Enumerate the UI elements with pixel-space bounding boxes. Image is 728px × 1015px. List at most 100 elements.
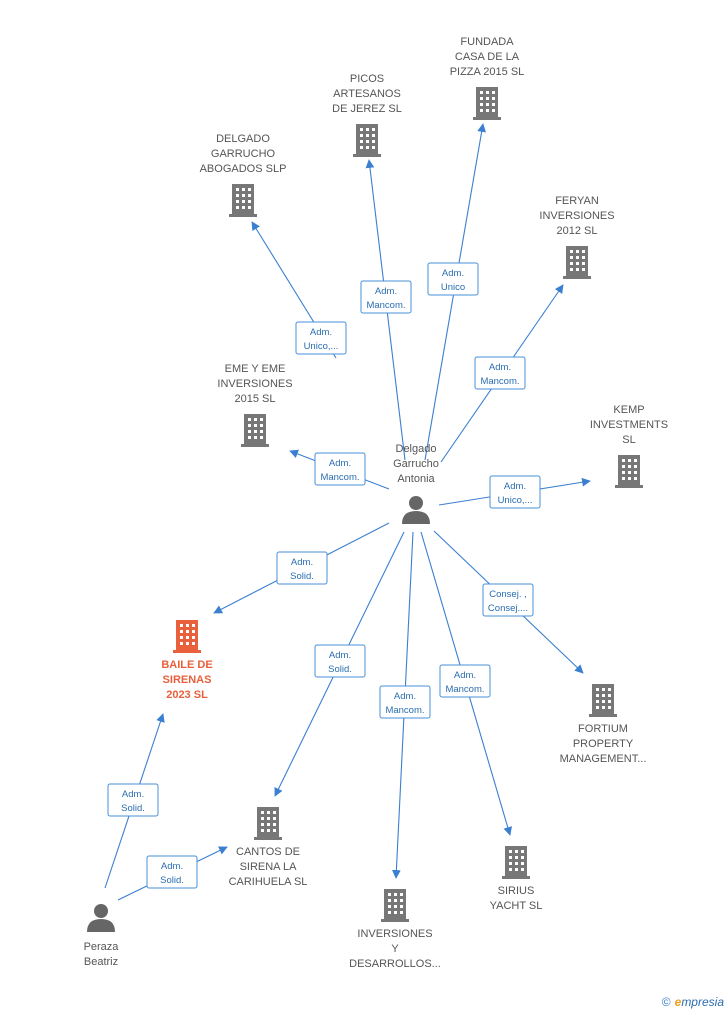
company-node-feryan[interactable]: FERYAN INVERSIONES 2012 SL	[539, 195, 615, 279]
node-label-line: INVERSIONES	[357, 928, 432, 940]
empresia-brand[interactable]: ©empresia	[662, 995, 724, 1009]
node-label-line: INVESTMENTS	[590, 419, 668, 431]
node-label-line: Delgado	[396, 443, 437, 455]
edges-layer	[104, 123, 591, 901]
building-icon	[589, 684, 617, 717]
edge-role-text: Adm.	[122, 789, 144, 800]
edge-role-text: Adm.	[329, 650, 351, 661]
node-label-line: MANAGEMENT...	[560, 753, 647, 765]
node-label-line: ARTESANOS	[333, 88, 401, 100]
node-label-line: Y	[391, 943, 399, 955]
edge-role-label[interactable]: Adm. Unico	[427, 262, 479, 296]
edge-labels-layer: Adm.Unico,...Adm.Mancom.Adm.UnicoAdm.Man…	[107, 262, 541, 889]
edge-role-text: Solid.	[160, 875, 184, 886]
node-label-line: 2012 SL	[557, 225, 598, 237]
node-label-line: CASA DE LA	[455, 51, 520, 63]
edge-role-text: Consej....	[488, 603, 528, 614]
edge-role-label[interactable]: Adm.Mancom.	[360, 280, 412, 314]
edge-role-text: Unico	[441, 282, 465, 293]
edge-role-label[interactable]: Adm. Solid.	[276, 551, 328, 585]
edge-role-text: Unico,...	[304, 341, 339, 352]
building-icon	[502, 846, 530, 879]
edge-role-label[interactable]: Adm.Unico,...	[295, 321, 347, 355]
node-label-line: SIRENA LA	[240, 861, 298, 873]
node-label-line: FERYAN	[555, 195, 599, 207]
node-label-line: DE JEREZ SL	[332, 103, 402, 115]
edge-role-text: Mancom.	[320, 472, 359, 483]
node-label-line: INVERSIONES	[539, 210, 614, 222]
node-label-line: SL	[622, 434, 635, 446]
edge-role-label[interactable]: Adm. Solid.	[146, 855, 198, 889]
company-node-baile[interactable]: BAILE DE SIRENAS 2023 SL	[161, 620, 213, 701]
node-label-line: CARIHUELA SL	[229, 876, 308, 888]
person-icon	[87, 904, 115, 932]
node-label-line: FORTIUM	[578, 723, 628, 735]
node-label-line: DELGADO	[216, 133, 270, 145]
edge-role-text: Solid.	[121, 803, 145, 814]
building-icon	[615, 455, 643, 488]
edge-role-text: Adm.	[394, 691, 416, 702]
node-label-line: BAILE DE	[161, 659, 212, 671]
company-node-fortium[interactable]: FORTIUM PROPERTY MANAGEMENT...	[560, 684, 647, 765]
edge-role-text: Mancom.	[385, 705, 424, 716]
edge-role-text: Adm.	[489, 362, 511, 373]
company-node-picos[interactable]: PICOS ARTESANOS DE JEREZ SL	[332, 73, 402, 157]
edge-role-label[interactable]: Adm. Mancom.	[474, 356, 526, 390]
node-label-line: FUNDADA	[460, 36, 514, 48]
edge-role-text: Adm.	[504, 481, 526, 492]
node-label-line: PROPERTY	[573, 738, 634, 750]
edge-role-label[interactable]: Adm.Mancom.	[314, 452, 366, 486]
node-label-line: 2015 SL	[235, 393, 276, 405]
nodes-layer: DELGADO GARRUCHO ABOGADOS SLP PICOS ARTESANO…	[84, 36, 669, 970]
node-label-line: CANTOS DE	[236, 846, 300, 858]
edge-role-text: Consej. ,	[489, 589, 527, 600]
edge-role-label[interactable]: Adm.Solid.	[314, 644, 366, 678]
node-label-line: SIRIUS	[498, 885, 535, 897]
edge-role-label[interactable]: Consej. , Consej....	[482, 583, 534, 617]
edge-role-text: Adm.	[161, 861, 183, 872]
edge-role-label[interactable]: Adm. Mancom.	[379, 685, 431, 719]
person-icon	[402, 496, 430, 524]
edge-role-text: Solid.	[290, 571, 314, 582]
node-label-line: Garrucho	[393, 458, 439, 470]
building-icon	[241, 414, 269, 447]
edge-role-text: Unico,...	[498, 495, 533, 506]
edge-role-text: Adm.	[454, 670, 476, 681]
node-label-line: Antonia	[397, 473, 435, 485]
node-label-line: 2023 SL	[166, 689, 208, 701]
edge-role-text: Adm.	[375, 286, 397, 297]
node-label-line: DESARROLLOS...	[349, 958, 441, 970]
node-label-line: GARRUCHO	[211, 148, 276, 160]
edge-role-label[interactable]: Adm. Unico,...	[489, 475, 541, 509]
edge-role-label[interactable]: Adm. Solid.	[107, 783, 159, 817]
brand-initial: e	[674, 995, 682, 1009]
building-icon	[563, 246, 591, 279]
node-label-line: PIZZA 2015 SL	[450, 66, 525, 78]
node-label-line: Peraza	[84, 941, 120, 953]
node-label-line: ABOGADOS SLP	[200, 163, 287, 175]
node-label-line: SIRENAS	[163, 674, 212, 686]
company-node-fundada[interactable]: FUNDADA CASA DE LA PIZZA 2015 SL	[450, 36, 525, 120]
edge-role-text: Adm.	[291, 557, 313, 568]
building-icon	[229, 184, 257, 217]
company-node-delgado-abogados[interactable]: DELGADO GARRUCHO ABOGADOS SLP	[200, 133, 287, 217]
building-icon	[173, 620, 201, 653]
edge-role-label[interactable]: Adm. Mancom.	[439, 664, 491, 698]
company-node-cantos[interactable]: CANTOS DE SIRENA LA CARIHUELA SL	[229, 807, 308, 888]
node-label-line: Beatriz	[84, 956, 118, 968]
edge-role-text: Mancom.	[445, 684, 484, 695]
building-icon	[381, 889, 409, 922]
company-node-inversiones-y[interactable]: INVERSIONES Y DESARROLLOS...	[349, 889, 441, 970]
edge-role-text: Adm.	[442, 268, 464, 279]
brand-name: mpresia	[681, 995, 724, 1009]
node-label-line: PICOS	[350, 73, 384, 85]
node-label-line: EME Y EME	[225, 363, 286, 375]
edge-role-text: Mancom.	[480, 376, 519, 387]
building-icon	[254, 807, 282, 840]
